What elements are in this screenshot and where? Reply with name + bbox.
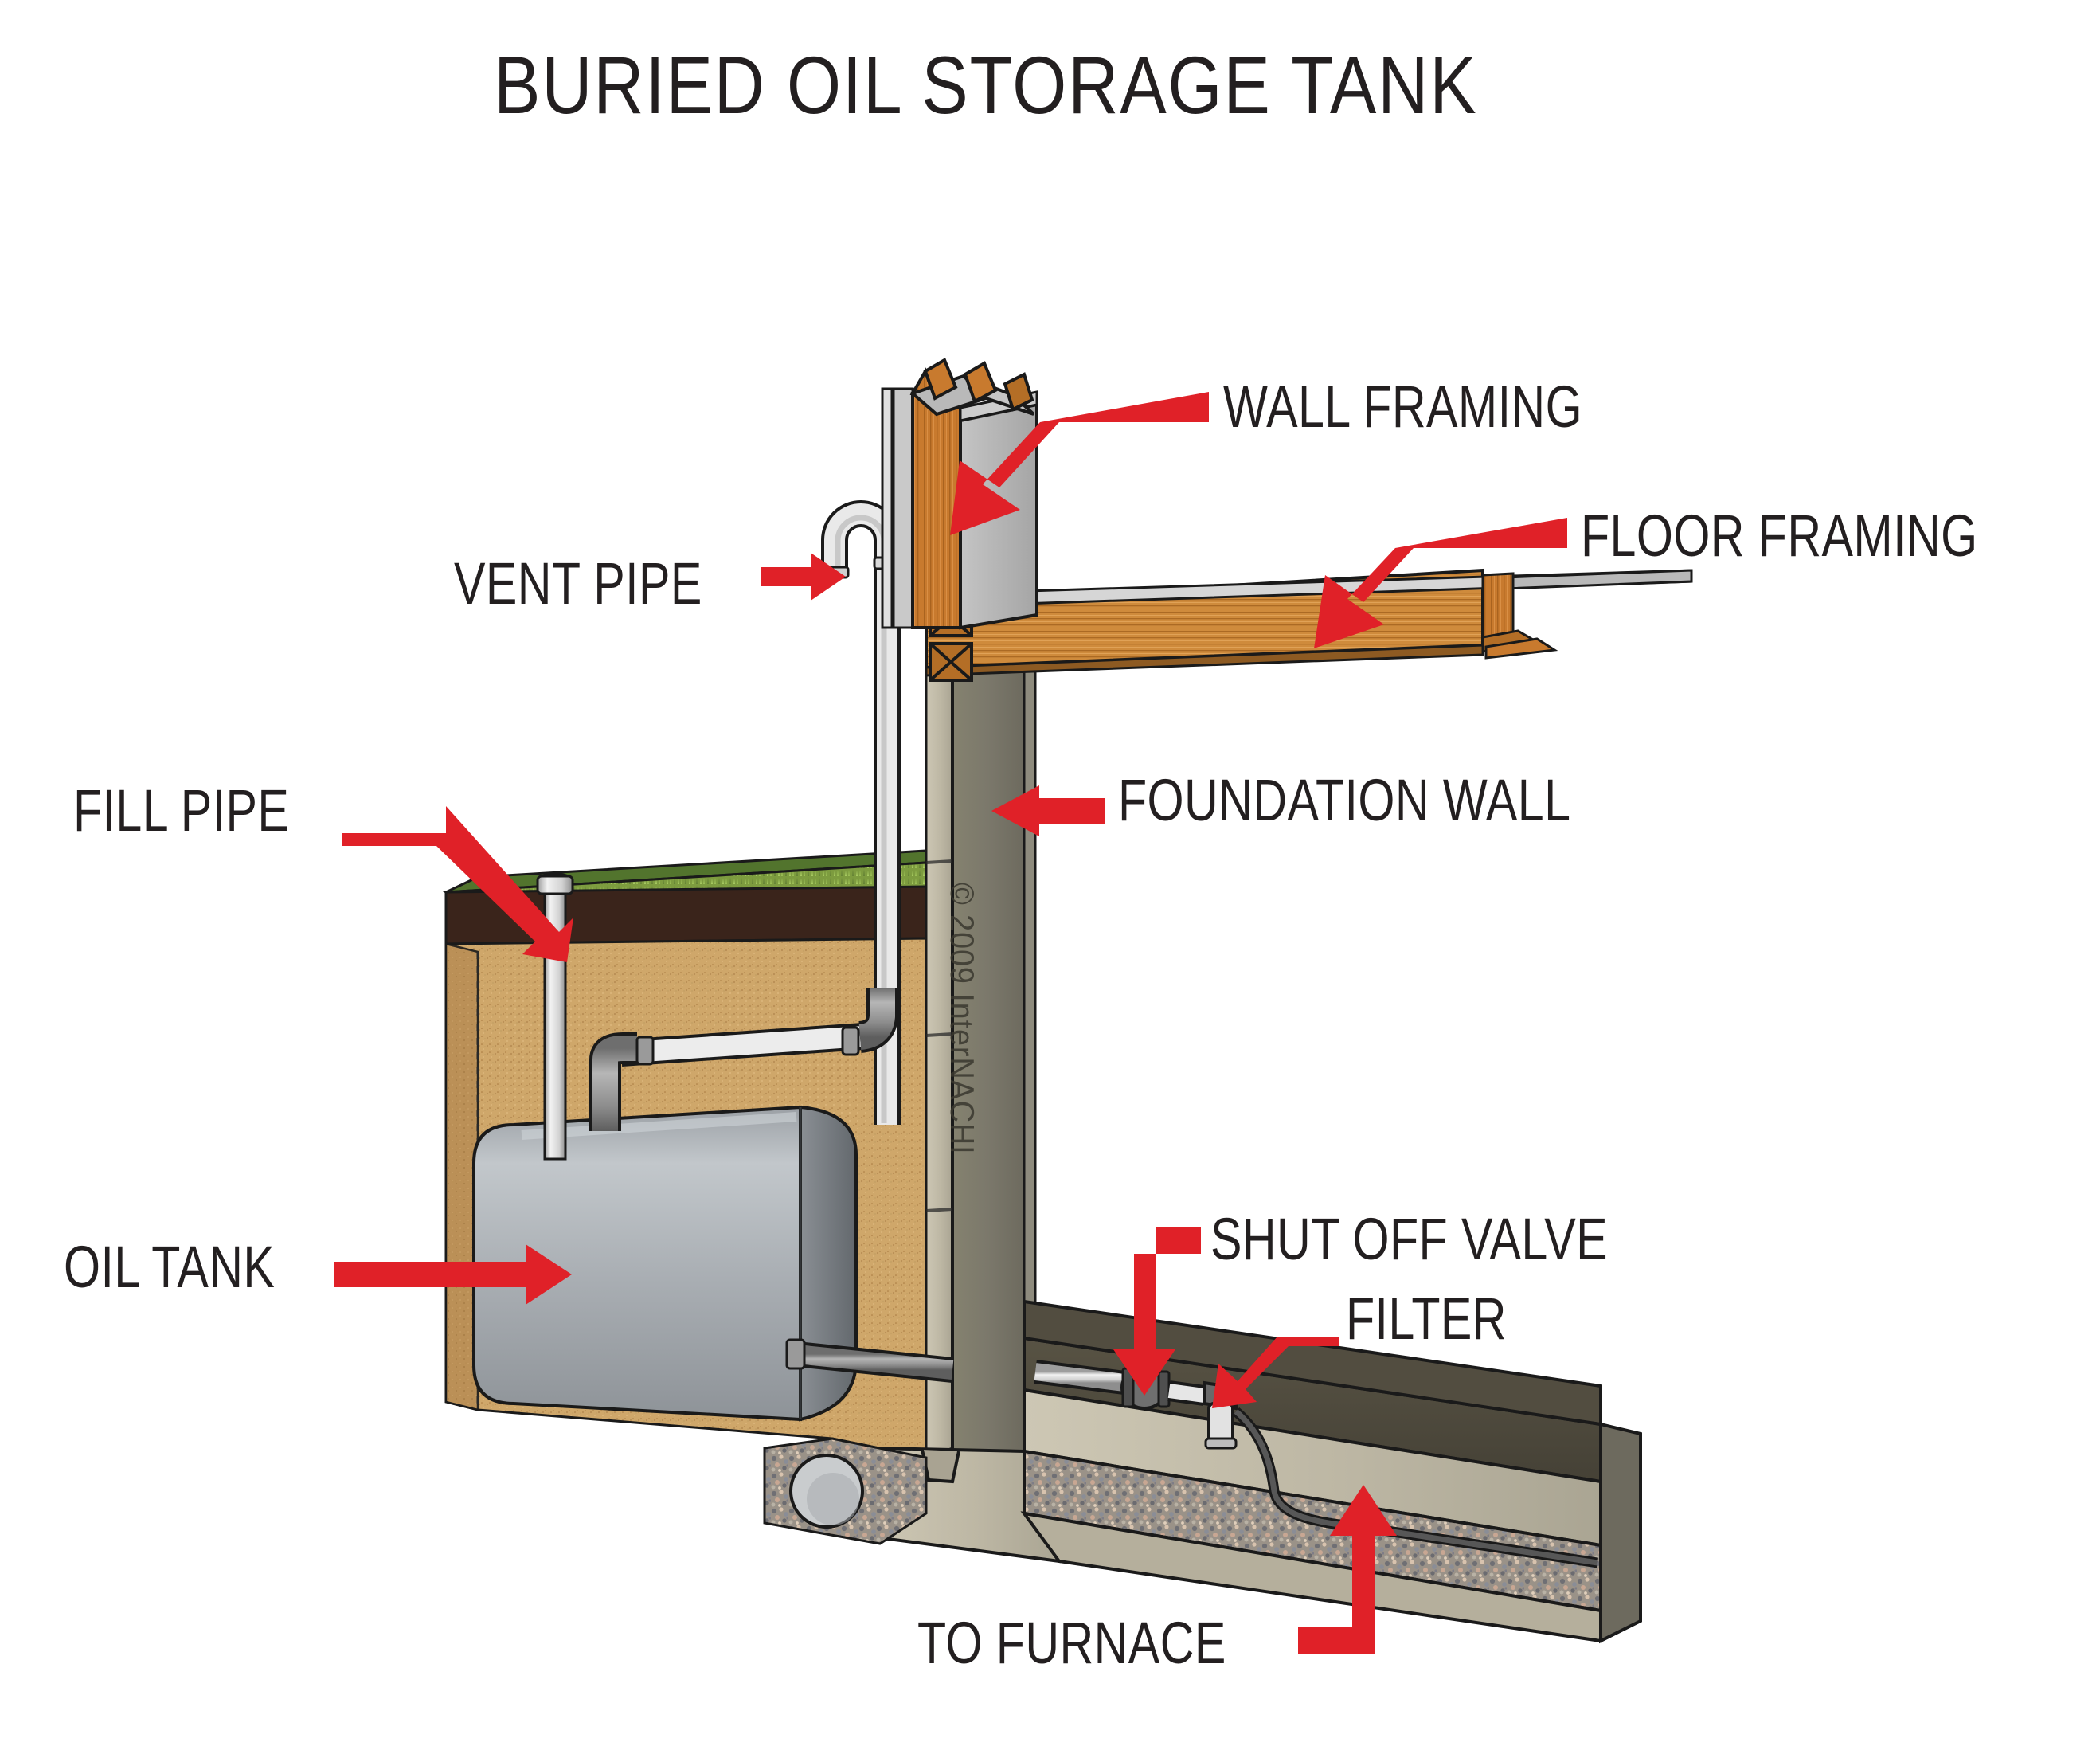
arrow-filter: [1212, 1310, 1339, 1408]
slab-right-end: [1599, 1422, 1642, 1644]
label-oil-tank: OIL TANK: [64, 1234, 276, 1300]
oil-tank-group: [472, 1105, 858, 1422]
vent-pipe-elbow-right-fill: [858, 988, 895, 1050]
oil-tank-highlight: [521, 1112, 797, 1140]
arrow-floor-framing: [1314, 518, 1567, 648]
fill-pipe-cap-collar: [536, 875, 574, 895]
label-foundation-wall: FOUNDATION WALL: [1118, 767, 1571, 833]
basement-slab-group: [1020, 1299, 1642, 1644]
label-shut-off-valve: SHUT OFF VALVE: [1210, 1206, 1609, 1272]
soil-left-edge: [444, 942, 479, 1411]
arrow-to-furnace: [1298, 1485, 1397, 1654]
page-title: BURIED OIL STORAGE TANK: [494, 40, 1478, 131]
label-fill-pipe: FILL PIPE: [73, 777, 290, 844]
wall-exterior-line: [881, 387, 894, 629]
vent-pipe-elbow-left-fill: [592, 1036, 637, 1131]
vent-pipe-coupling-b: [841, 1026, 860, 1056]
label-floor-framing: FLOOR FRAMING: [1581, 503, 1978, 569]
floor-framing-underside: [925, 644, 1484, 677]
arrow-shut-off-valve: [1109, 1227, 1201, 1396]
callout-arrows: [334, 392, 1567, 1654]
wall-cutaway-strips: [909, 358, 1035, 417]
oil-tank-end-cap: [799, 1105, 858, 1422]
label-to-furnace: TO FURNACE: [917, 1610, 1226, 1676]
footing-keyway: [921, 1449, 960, 1484]
tank-outlet-coupling: [785, 1338, 806, 1370]
oil-supply-line-from-tank-fill: [795, 1345, 954, 1380]
wall-sheathing: [892, 387, 914, 629]
vent-pipe-coupling-a: [635, 1036, 655, 1066]
slab-top-plane: [1023, 1299, 1602, 1427]
arrow-foundation-wall: [991, 785, 1105, 836]
arrow-wall-framing: [950, 392, 1209, 535]
label-wall-framing: WALL FRAMING: [1223, 374, 1583, 440]
vent-pipe-horizontal-fill: [620, 1025, 875, 1063]
label-filter: FILTER: [1346, 1286, 1507, 1352]
label-vent-pipe: VENT PIPE: [454, 550, 702, 617]
copyright-watermark: © 2009 InterNACHI: [944, 883, 981, 1155]
valve-to-filter-nipple-fill: [1167, 1384, 1206, 1403]
oil-supply-line-basement-fill: [1034, 1363, 1126, 1392]
arrow-fill-pipe: [342, 806, 573, 962]
arrow-vent-pipe: [761, 553, 846, 601]
floor-joist-ends: [1481, 572, 1558, 660]
oil-tank-body: [472, 1105, 802, 1422]
arrow-oil-tank: [334, 1244, 572, 1305]
drain-tile-shade: [807, 1473, 859, 1525]
foundation-wall-group: [874, 626, 1061, 1564]
framing-group: [881, 358, 1693, 682]
gravel-base-group: [763, 1437, 928, 1545]
